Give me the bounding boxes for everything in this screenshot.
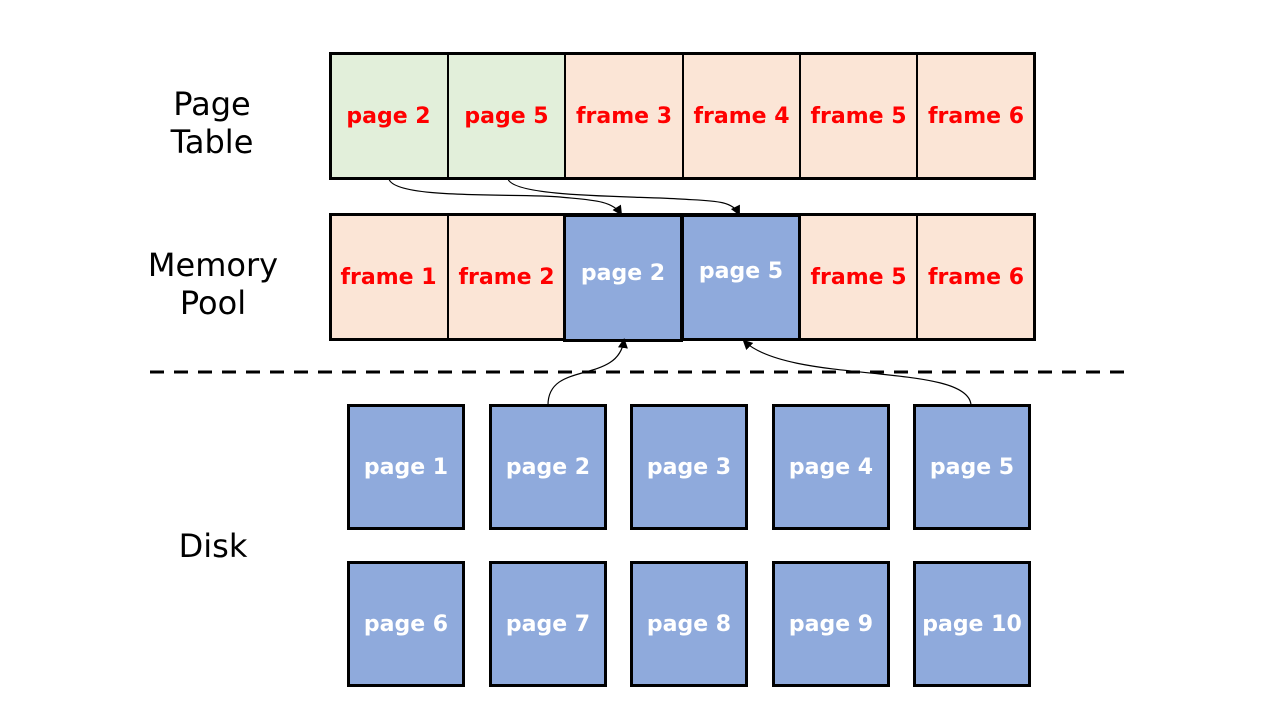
- disk-page-10: page 10: [913, 561, 1031, 687]
- disk-page-2: page 2: [489, 404, 607, 530]
- memory-frame-6: frame 6: [918, 214, 1034, 340]
- memory-pool-divider: [447, 214, 449, 340]
- page-table-entry-frame-5: frame 5: [801, 53, 916, 179]
- page-table-entry-frame-3: frame 3: [566, 53, 682, 179]
- disk-page-3: page 3: [630, 404, 748, 530]
- disk-label: Disk: [178, 527, 248, 565]
- disk-page-5: page 5: [913, 404, 1031, 530]
- page-table-entry-page-5: page 5: [449, 53, 564, 179]
- arrow-disk-page-2: [547, 338, 628, 406]
- memory-pool-label: Memory Pool: [147, 246, 279, 322]
- arrow-disk-page-5: [742, 339, 972, 406]
- disk-page-7: page 7: [489, 561, 607, 687]
- memory-pool-divider: [916, 214, 918, 340]
- arrow-page-table-page-2: [388, 178, 623, 216]
- disk-page-8: page 8: [630, 561, 748, 687]
- memory-frame-2: frame 2: [449, 214, 564, 340]
- page-table-divider: [682, 53, 684, 179]
- memory-page-5: page 5: [681, 214, 801, 341]
- page-table-divider: [447, 53, 449, 179]
- page-table-label: Page Table: [170, 85, 254, 161]
- disk-page-1: page 1: [347, 404, 465, 530]
- page-table-entry-page-2: page 2: [330, 53, 447, 179]
- arrow-page-table-page-5: [507, 178, 740, 216]
- memory-frame-1: frame 1: [330, 214, 447, 340]
- memory-frame-5: frame 5: [801, 214, 916, 340]
- page-table-entry-frame-4: frame 4: [684, 53, 799, 179]
- page-table-divider: [799, 53, 801, 179]
- page-table-entry-frame-6: frame 6: [918, 53, 1034, 179]
- page-table-divider: [916, 53, 918, 179]
- disk-page-9: page 9: [772, 561, 890, 687]
- disk-page-6: page 6: [347, 561, 465, 687]
- page-table-divider: [564, 53, 566, 179]
- disk-page-4: page 4: [772, 404, 890, 530]
